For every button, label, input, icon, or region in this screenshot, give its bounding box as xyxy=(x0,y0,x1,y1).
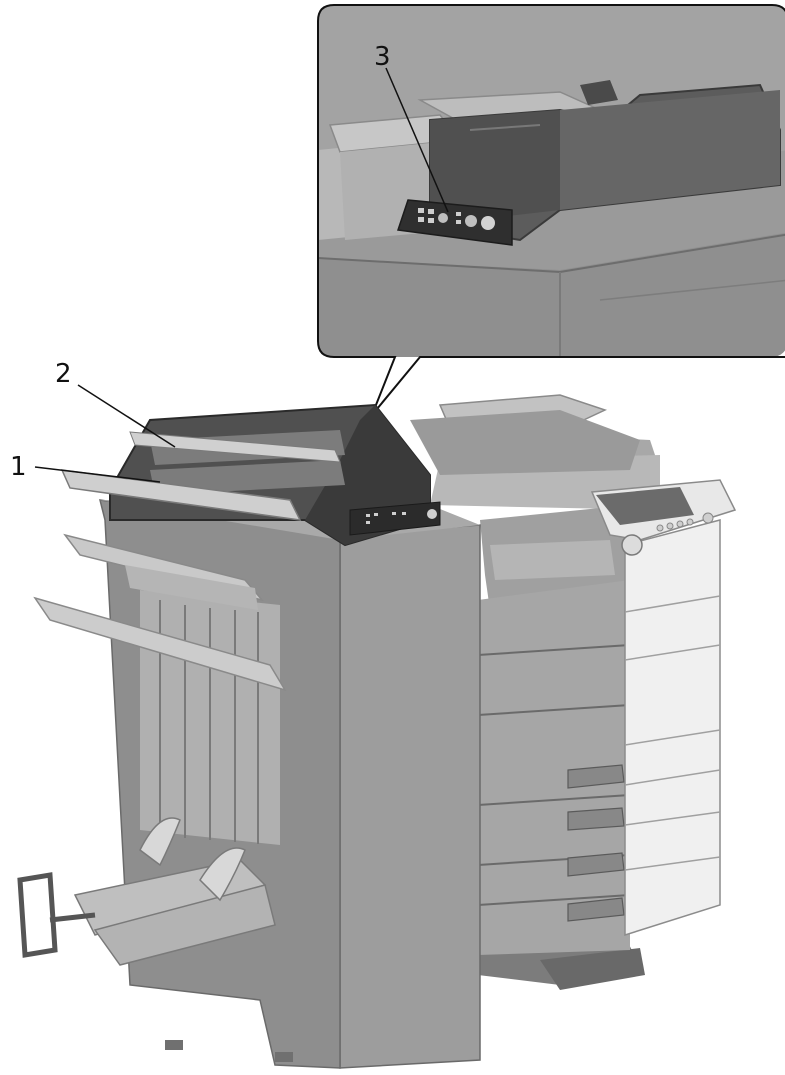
leader-line-2 xyxy=(77,384,176,448)
leader-lines xyxy=(34,67,449,483)
callout-1: 1 xyxy=(10,452,27,482)
finisher-unit xyxy=(17,403,481,1069)
mailbin-unit xyxy=(60,403,441,547)
inset-border xyxy=(317,4,785,416)
callout-2: 2 xyxy=(55,359,72,389)
copier-main-unit xyxy=(410,394,737,990)
callout-3: 3 xyxy=(374,42,391,72)
leader-line-1 xyxy=(34,466,161,483)
touch-panel xyxy=(590,479,737,556)
leader-line-3 xyxy=(385,67,449,213)
inset-control-panel xyxy=(397,199,513,246)
inset-panel xyxy=(317,4,785,416)
